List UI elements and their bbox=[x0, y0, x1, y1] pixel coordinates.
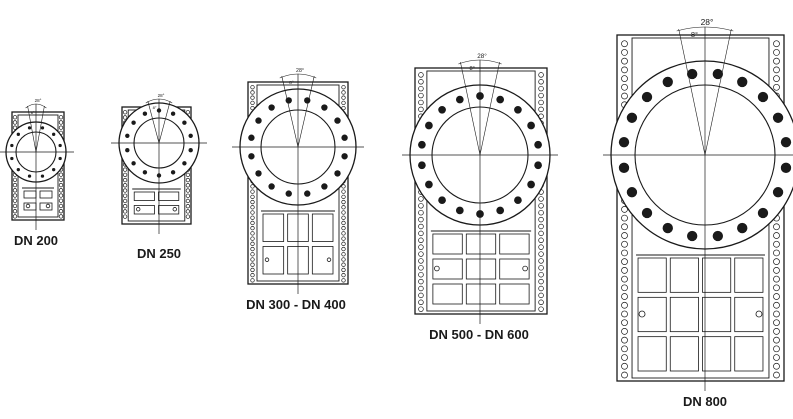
valve-drawing-1: 28° 8° bbox=[111, 93, 207, 234]
valve-label-dn200: DN 200 bbox=[13, 233, 59, 248]
sub-angle-label: 8° bbox=[153, 105, 157, 110]
angle-label: 28° bbox=[701, 17, 714, 27]
sub-angle-label: 8° bbox=[469, 66, 474, 72]
angle-label: 28° bbox=[477, 52, 487, 60]
sub-angle-label: 8° bbox=[691, 30, 698, 39]
valve-drawing-4: 28°8° bbox=[603, 17, 793, 391]
valve-label-dn250: DN 250 bbox=[136, 246, 182, 261]
angle-label: 28° bbox=[35, 98, 42, 103]
valve-drawing-2: 28° 8° bbox=[232, 68, 364, 294]
valve-label-dn300-400: DN 300 - DN 400 bbox=[246, 297, 346, 312]
angle-label: 28° bbox=[296, 68, 304, 74]
sub-angle-label: 8° bbox=[31, 110, 35, 115]
sub-angle-label: 8° bbox=[289, 80, 294, 85]
valve-label-dn500-600: DN 500 - DN 600 bbox=[429, 327, 529, 342]
angle-label: 28° bbox=[158, 93, 165, 98]
valve-body bbox=[414, 67, 548, 315]
valve-label-dn800: DN 800 bbox=[682, 394, 728, 409]
valve-drawing-0: 28° 8° bbox=[0, 98, 74, 230]
valve-body bbox=[616, 34, 785, 382]
valve-drawing-3: 28°8° bbox=[402, 52, 558, 324]
